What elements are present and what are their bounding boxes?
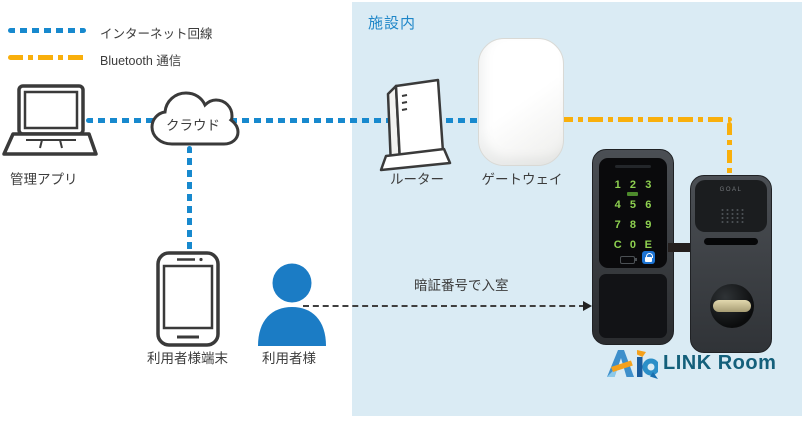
cloud-label: クラウド	[166, 118, 220, 133]
keypad-keys: 1 2 3 4 5 6 7 8 9 C 0 E	[610, 175, 656, 255]
bluetooth-line-vertical	[727, 122, 732, 175]
legend-bluetooth-line-swatch	[8, 55, 86, 60]
smartphone-icon	[156, 251, 220, 347]
legend-internet-label: インターネット回線	[100, 27, 213, 41]
keypad-unit: 1 2 3 4 5 6 7 8 9 C 0 E	[592, 149, 674, 345]
laptop-icon	[2, 84, 98, 156]
brand-logo: LINK Room	[606, 348, 776, 379]
bluetooth-line-horizontal	[558, 117, 732, 122]
indoor-unit: GOAL	[690, 175, 772, 353]
keypad-touch-panel: 1 2 3 4 5 6 7 8 9 C 0 E	[599, 158, 667, 268]
person-icon	[258, 263, 326, 346]
brand-mark-aiq-icon	[607, 350, 658, 379]
key-1[interactable]: 1	[614, 179, 621, 191]
facility-zone-label: 施設内	[368, 15, 417, 32]
key-E[interactable]: E	[644, 239, 652, 251]
thumbturn-knob[interactable]	[710, 284, 754, 328]
key-8[interactable]: 8	[629, 219, 637, 231]
gateway-icon	[478, 38, 564, 166]
key-9[interactable]: 9	[645, 219, 652, 231]
key-2[interactable]: 2	[629, 179, 637, 191]
legend-internet-line-swatch	[8, 28, 86, 33]
speaker-grille-icon	[720, 208, 744, 223]
pin-entry-label: 暗証番号で入室	[414, 278, 509, 293]
key-0[interactable]: 0	[629, 239, 637, 251]
thumbturn-bar	[713, 300, 751, 312]
pin-entry-arrow-head	[583, 301, 592, 311]
internet-line-cloud-phone	[187, 146, 192, 254]
user-label: 利用者様	[262, 351, 316, 366]
internet-line-cloud-router	[86, 118, 482, 123]
brand-product-name: LINK Room	[663, 352, 777, 374]
battery-icon	[620, 256, 637, 264]
indoor-unit-brand: GOAL	[719, 187, 743, 193]
key-5[interactable]: 5	[629, 199, 637, 211]
keypad-lower-panel	[599, 274, 667, 338]
keypad-logo-mark	[627, 192, 638, 196]
cloud-icon	[150, 91, 240, 146]
key-7[interactable]: 7	[614, 219, 621, 231]
pin-entry-arrow-line	[303, 305, 585, 307]
key-6[interactable]: 6	[645, 199, 652, 211]
lock-icon	[642, 251, 655, 264]
keypad-slot	[615, 165, 651, 168]
user-device-label: 利用者様端末	[147, 351, 228, 366]
router-icon	[379, 78, 452, 172]
key-C[interactable]: C	[613, 239, 622, 251]
key-3[interactable]: 3	[645, 179, 652, 191]
legend-bluetooth-label: Bluetooth 通信	[100, 54, 182, 68]
key-4[interactable]: 4	[614, 199, 621, 211]
gateway-label: ゲートウェイ	[481, 172, 563, 187]
latch-bar	[668, 243, 692, 252]
indoor-unit-top-panel: GOAL	[695, 180, 767, 232]
router-label: ルーター	[390, 172, 444, 187]
indoor-unit-slot	[704, 238, 758, 245]
admin-app-label: 管理アプリ	[10, 172, 78, 187]
